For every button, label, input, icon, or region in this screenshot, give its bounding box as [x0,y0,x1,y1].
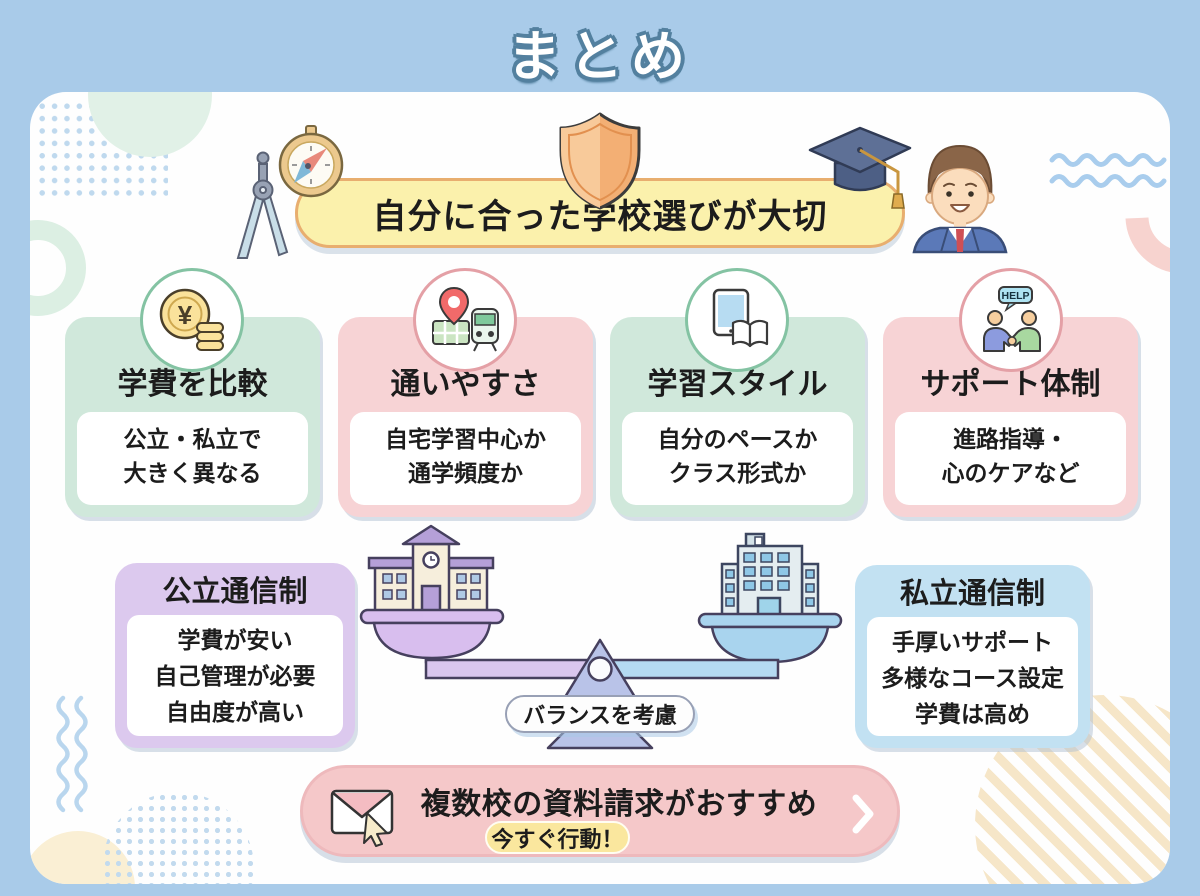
card-access-line1: 自宅学習中心か [385,426,546,452]
public-line1: 学費が安い [177,627,293,653]
card-style-body: 自分のペースか クラス形式か [622,412,853,505]
card-access: 通いやすさ 自宅学習中心か 通学頻度か [338,317,593,517]
private-school-body: 手厚いサポート 多様なコース設定 学費は高め [867,617,1078,736]
yen-coins-icon: ¥ [159,288,224,351]
card-style: 学習スタイル 自分のペースか クラス形式か [610,317,865,517]
balance-label-text: バランスを考慮 [523,703,677,728]
card-style-line2: クラス形式か [668,460,807,486]
public-school-box: 公立通信制 学費が安い 自己管理が必要 自由度が高い [115,563,355,748]
private-line2: 多様なコース設定 [881,665,1064,691]
green-ring-decoration [30,220,86,316]
access-icon-circle [413,268,517,372]
tablet-book-icon [712,288,769,348]
support-icon-circle: HELP [959,268,1063,372]
card-support-body: 進路指導・ 心のケアなど [895,412,1126,505]
office-building-icon [720,532,820,620]
cta-text: 複数校の資料請求がおすすめ [420,788,818,821]
card-tuition-title: 学費を比較 [117,368,268,401]
card-style-line1: 自分のペースか [657,426,818,452]
school-building-icon [367,524,495,614]
page-title: まとめ [507,27,693,87]
card-support-line1: 進路指導・ [953,426,1068,452]
card-access-body: 自宅学習中心か 通学頻度か [350,412,581,505]
student-avatar [912,144,1008,254]
private-school-title: 私立通信制 [899,578,1045,610]
handshake-help-icon: HELP [983,286,1041,352]
public-line3: 自由度が高い [166,699,304,725]
headline-banner: 自分に合った学校選びが大切 [295,178,905,248]
card-support-line2: 心のケアなど [941,460,1080,486]
squiggle-icon [56,695,88,813]
private-school-box: 私立通信制 手厚いサポート 多様なコース設定 学費は高め [855,565,1090,748]
card-support: サポート体制 進路指導・ 心のケアなど [883,317,1138,517]
waves-icon [1049,153,1167,188]
cta-button[interactable]: 複数校の資料請求がおすすめ 今すぐ行動！ [300,765,900,857]
svg-text:HELP: HELP [1001,290,1029,302]
dot-circle-decoration [102,792,254,884]
cta-badge-text: 今すぐ行動！ [491,826,624,852]
card-tuition-line1: 公立・私立で [123,426,262,452]
public-line2: 自己管理が必要 [154,663,316,689]
public-school-title: 公立通信制 [162,576,308,608]
private-line1: 手厚いサポート [892,629,1053,655]
envelope-cursor-icon [330,789,394,847]
style-icon-circle [685,268,789,372]
private-line3: 学費は高め [915,701,1030,727]
drafting-compass-icon [236,151,289,259]
card-style-title: 学習スタイル [647,368,828,401]
card-access-line2: 通学頻度か [408,460,523,486]
card-tuition-line2: 大きく異なる [123,460,262,486]
public-school-body: 学費が安い 自己管理が必要 自由度が高い [127,615,343,736]
headline-text: 自分に合った学校選びが大切 [372,197,828,236]
card-support-title: サポート体制 [920,368,1101,401]
chevron-right-icon [852,794,874,834]
svg-text:¥: ¥ [178,300,193,330]
tuition-icon-circle: ¥ [140,268,244,372]
pink-arc-decoration [1125,216,1170,272]
cta-badge: 今すぐ行動！ [485,821,630,854]
card-access-title: 通いやすさ [390,368,541,401]
balance-label: バランスを考慮 [505,695,695,733]
card-tuition-body: 公立・私立で 大きく異なる [77,412,308,505]
content-panel: 自分に合った学校選びが大切 [30,92,1170,884]
map-train-icon [432,286,499,352]
